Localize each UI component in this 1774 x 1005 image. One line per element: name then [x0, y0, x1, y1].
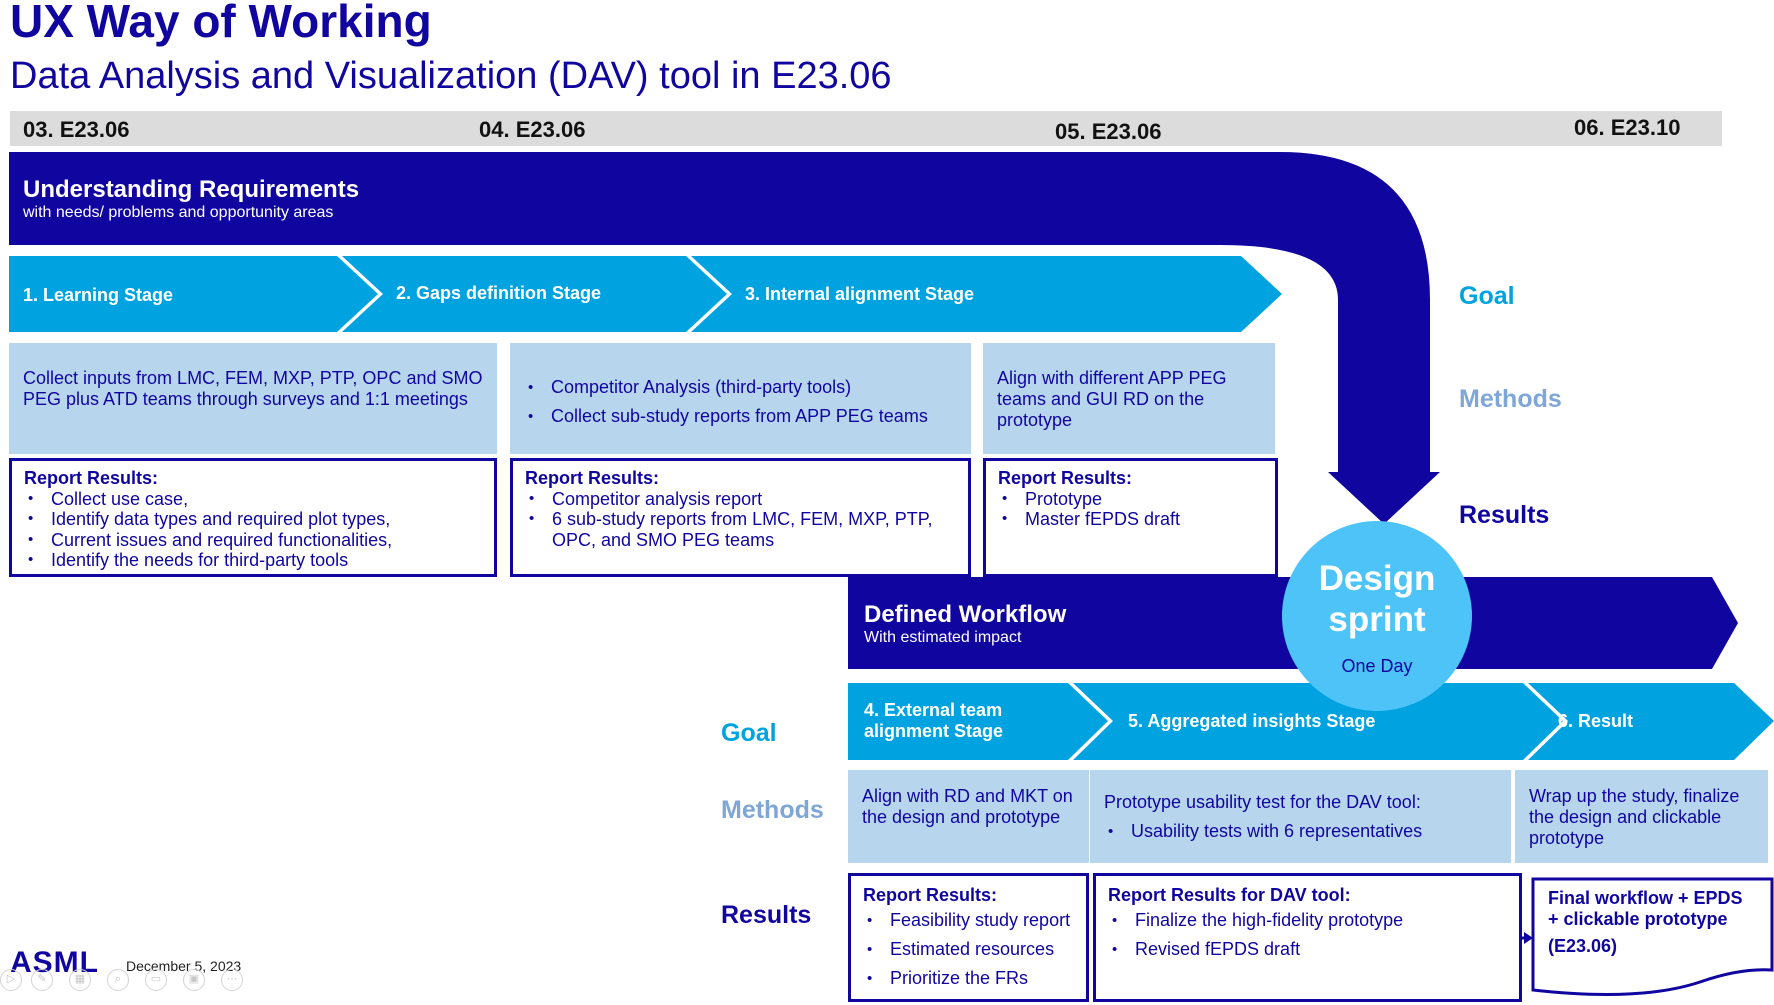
stage-2-method-item: Competitor Analysis (third-party tools): [524, 373, 957, 402]
bottom-methods-label: Methods: [721, 796, 824, 824]
design-sprint-subtitle: One Day: [1341, 656, 1413, 676]
stage-1-result-box: Report Results: Collect use case, Identi…: [9, 458, 497, 577]
stage-4-result-item: Feasibility study report: [863, 906, 1080, 935]
workflow-subtitle: With estimated impact: [864, 629, 1022, 646]
stage-5-result-item: Finalize the high-fidelity prototype: [1108, 906, 1513, 935]
pen-icon[interactable]: ✎: [31, 969, 53, 991]
stage-2-result-item: Competitor analysis report: [525, 489, 958, 510]
stage-2-method-box: Competitor Analysis (third-party tools) …: [510, 343, 971, 454]
top-goal-label: Goal: [1459, 282, 1515, 310]
stage-3-result-item: Prototype: [998, 489, 1265, 510]
stage-3-result-list: Prototype Master fEPDS draft: [998, 489, 1265, 530]
stage-2-result-title: Report Results:: [525, 468, 660, 488]
top-methods-label: Methods: [1459, 385, 1562, 413]
stage-1-method-box: Collect inputs from LMC, FEM, MXP, PTP, …: [9, 343, 497, 454]
stage-6-label: 6. Result: [1558, 711, 1634, 731]
stage-5-method-text: Prototype usability test for the DAV too…: [1104, 792, 1421, 812]
understanding-arrow: [9, 152, 1440, 524]
design-sprint-line2: sprint: [1328, 600, 1426, 639]
chevron-aggregated: [1073, 683, 1563, 760]
stage-4-result-item: Prioritize the FRs: [863, 964, 1080, 993]
stage-1-method-text: Collect inputs from LMC, FEM, MXP, PTP, …: [23, 368, 483, 409]
chevron-internal: [691, 256, 1282, 332]
design-sprint-line1: Design: [1318, 559, 1436, 598]
stage-2-method-list: Competitor Analysis (third-party tools) …: [524, 373, 957, 431]
stage-5-result-title: Report Results for DAV tool:: [1108, 885, 1351, 905]
stage-6-method-box: Wrap up the study, finalize the design a…: [1515, 770, 1768, 863]
connector-arrowhead: [1524, 932, 1533, 944]
stage-1-result-item: Identify data types and required plot ty…: [24, 509, 484, 530]
stage-4-result-list: Feasibility study report Estimated resou…: [863, 906, 1080, 993]
final-document-shape: [1531, 877, 1774, 996]
chevron-learning: [9, 256, 378, 332]
bottom-goal-label: Goal: [721, 719, 777, 747]
more-icon[interactable]: ⋯: [221, 969, 243, 991]
stage-2-result-box: Report Results: Competitor analysis repo…: [510, 458, 971, 577]
stage-4-result-item: Estimated resources: [863, 935, 1080, 964]
final-line-2: + clickable prototype: [1548, 909, 1728, 929]
top-results-label: Results: [1459, 501, 1550, 529]
design-sprint-circle: [1282, 521, 1472, 711]
stage-3-result-box: Report Results: Prototype Master fEPDS d…: [983, 458, 1278, 577]
design-sprint-title: Design sprint: [1282, 558, 1472, 640]
stage-4-label: 4. External team alignment Stage: [864, 700, 1003, 742]
stage-3-result-title: Report Results:: [998, 468, 1133, 488]
understanding-subtitle: with needs/ problems and opportunity are…: [23, 204, 334, 221]
timeline-label-1: 03. E23.06: [23, 117, 130, 142]
play-icon[interactable]: ▷: [0, 969, 22, 991]
timeline-bar: [10, 111, 1722, 146]
stage-3-method-box: Align with different APP PEG teams and G…: [983, 343, 1275, 454]
bottom-results-label: Results: [721, 901, 812, 929]
final-document-text: Final workflow + EPDS + clickable protot…: [1548, 888, 1768, 957]
stage-5-method-box: Prototype usability test for the DAV too…: [1090, 770, 1511, 863]
stage-1-result-item: Collect use case,: [24, 489, 484, 510]
stage-2-result-item: 6 sub-study reports from LMC, FEM, MXP, …: [525, 509, 958, 550]
stage-5-label: 5. Aggregated insights Stage: [1128, 711, 1376, 731]
timeline-label-3: 05. E23.06: [1055, 119, 1162, 144]
zoom-icon[interactable]: ⌕: [107, 969, 129, 991]
stage-3-label: 3. Internal alignment Stage: [745, 284, 975, 304]
stage-3-method-text: Align with different APP PEG teams and G…: [997, 368, 1227, 430]
chevron-result: [1528, 683, 1774, 760]
stage-4-method-box: Align with RD and MKT on the design and …: [848, 770, 1089, 863]
workflow-title: Defined Workflow: [864, 601, 1067, 628]
stage-1-result-item: Identify the needs for third-party tools: [24, 550, 484, 571]
stage-5-result-list: Finalize the high-fidelity prototype Rev…: [1108, 906, 1513, 964]
stage-5-method-list: Usability tests with 6 representatives: [1104, 821, 1501, 842]
stage-1-result-list: Collect use case, Identify data types an…: [24, 489, 484, 571]
stage-1-label: 1. Learning Stage: [23, 285, 174, 305]
timeline-label-2: 04. E23.06: [479, 117, 586, 142]
stage-5-result-box: Report Results for DAV tool: Finalize th…: [1093, 873, 1522, 1002]
stage-1-result-item: Current issues and required functionalit…: [24, 530, 484, 551]
understanding-title: Understanding Requirements: [23, 176, 360, 203]
slides-icon[interactable]: ▦: [69, 969, 91, 991]
stage-2-method-item: Collect sub-study reports from APP PEG t…: [524, 402, 957, 431]
stage-4-result-box: Report Results: Feasibility study report…: [848, 873, 1089, 1002]
stage-4-method-text: Align with RD and MKT on the design and …: [862, 786, 1073, 827]
stage-4-result-title: Report Results:: [863, 885, 998, 905]
final-line-1: Final workflow + EPDS: [1548, 888, 1743, 908]
stage-5-result-item: Revised fEPDS draft: [1108, 935, 1513, 964]
page-subtitle: Data Analysis and Visualization (DAV) to…: [10, 55, 892, 97]
stage-4-label-line2: alignment Stage: [864, 721, 1004, 741]
chevron-external: [848, 683, 1108, 760]
subtitle-icon[interactable]: ▭: [145, 969, 167, 991]
stage-1-result-title: Report Results:: [24, 468, 159, 488]
camera-icon[interactable]: ▣: [183, 969, 205, 991]
stage-2-result-list: Competitor analysis report 6 sub-study r…: [525, 489, 958, 551]
page-title: UX Way of Working: [10, 0, 432, 47]
chevron-gaps: [342, 256, 727, 332]
final-line-3: (E23.06): [1548, 936, 1618, 956]
stage-3-result-item: Master fEPDS draft: [998, 509, 1265, 530]
stage-2-label: 2. Gaps definition Stage: [396, 283, 602, 303]
stage-4-label-line1: 4. External team: [864, 700, 1003, 720]
stage-6-method-text: Wrap up the study, finalize the design a…: [1529, 786, 1740, 848]
stage-5-method-item: Usability tests with 6 representatives: [1104, 821, 1501, 842]
timeline-label-4: 06. E23.10: [1574, 115, 1681, 140]
